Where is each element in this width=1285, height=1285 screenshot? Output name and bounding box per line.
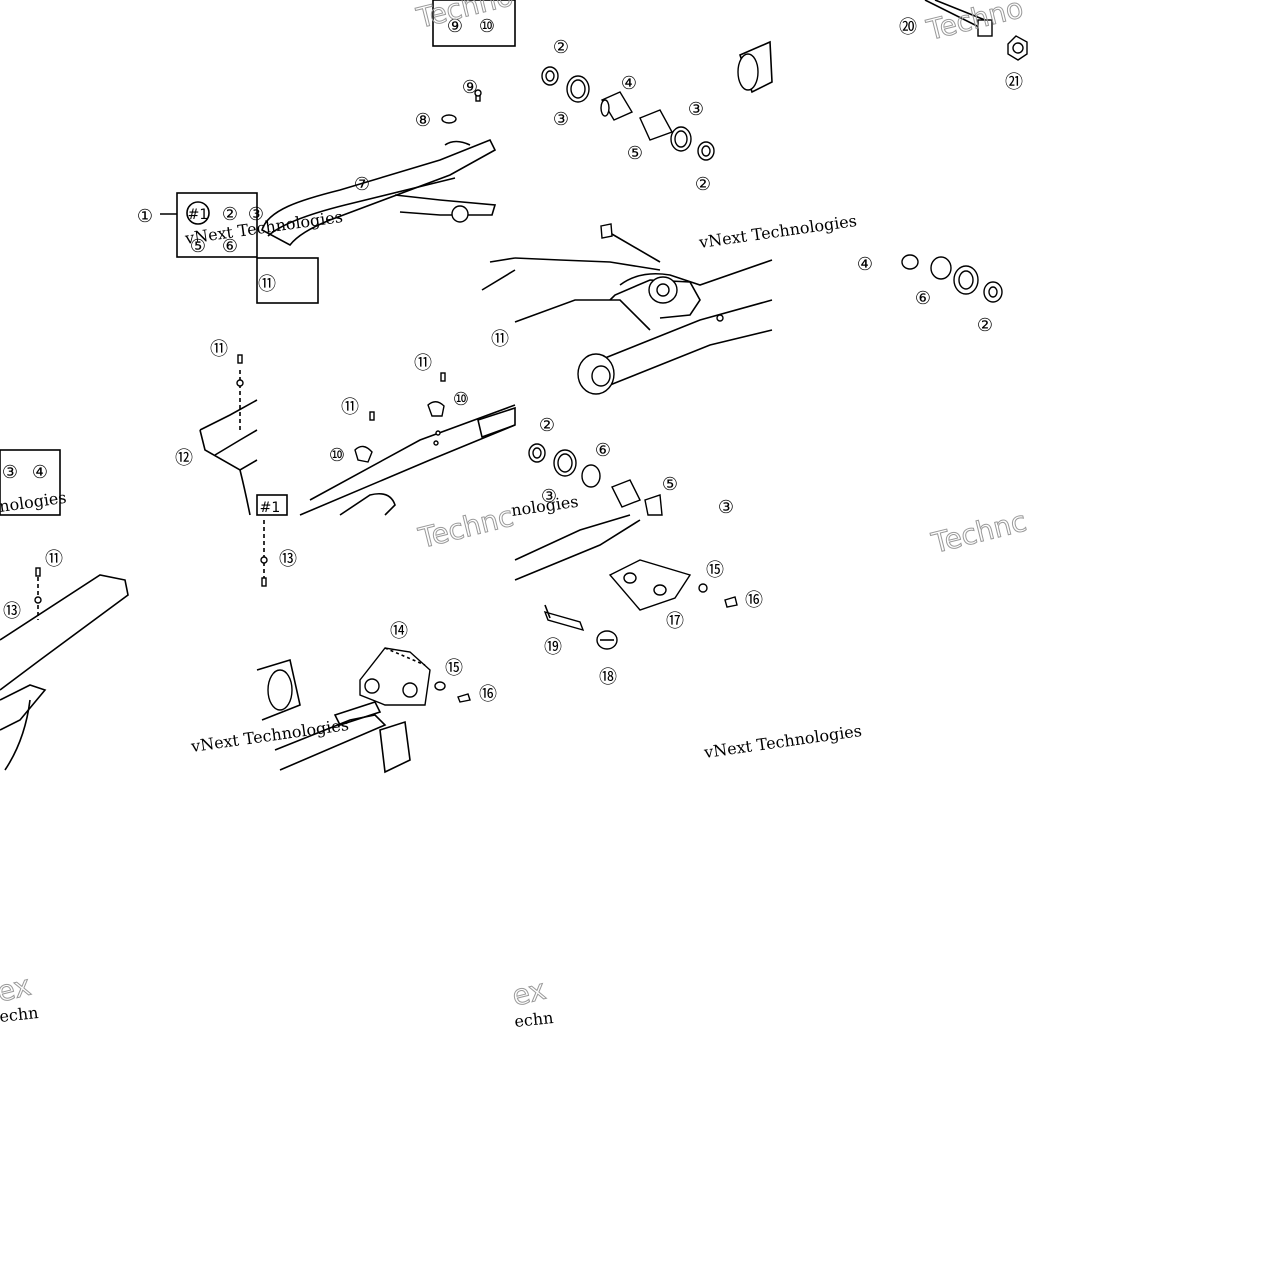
watermark-text: echn — [513, 1008, 554, 1031]
kit-box-header: #1 — [188, 207, 209, 223]
callout-label: ⑲ — [544, 637, 562, 658]
watermark-text: Technc — [928, 505, 1030, 560]
chain-slider-part — [261, 138, 497, 247]
callout-label: ⑯ — [745, 590, 763, 611]
callout-label: ⑩ — [453, 389, 469, 410]
kit-box-item: ② — [222, 204, 238, 225]
bearing-set-lower — [528, 443, 663, 516]
callout-label: ⑯ — [479, 684, 497, 705]
callout-label: ⑤ — [627, 143, 643, 164]
chain-guide-part-17 — [514, 514, 738, 650]
callout-label: ③ — [688, 99, 704, 120]
callout-label: ⑬ — [279, 549, 297, 570]
callout-label: ③ — [553, 109, 569, 130]
kit-box-item: ⑤ — [190, 236, 206, 257]
kit-box-left: #1 ② ③ ⑤ ⑥ — [160, 192, 264, 258]
chain-guide-part-14 — [256, 520, 471, 774]
kit-box-item: ⑩ — [479, 16, 495, 37]
callout-label: ⑩ — [329, 445, 345, 466]
callout-label: ⑧ — [415, 110, 431, 131]
swingarm-arm-middle — [299, 372, 516, 516]
kit-box-item: ③ — [2, 462, 18, 483]
callout-label: ⑰ — [666, 611, 684, 632]
bearing-set-right — [901, 254, 1003, 303]
kit-box-header: #1 — [260, 500, 281, 516]
callout-label: ⑪ — [210, 339, 228, 360]
callout-label: ② — [695, 174, 711, 195]
kit-box-top: ⑨ ⑩ — [432, 0, 516, 47]
watermark-text: ex — [0, 969, 34, 1009]
bolt-8-9 — [441, 89, 482, 124]
callout-label: ⑱ — [599, 667, 617, 688]
callout-label: ⑦ — [354, 174, 370, 195]
callout-label: ㉑ — [1005, 72, 1023, 93]
callout-label: ⑫ — [175, 448, 193, 469]
bearing-set-top — [541, 40, 773, 161]
callout-label: ⑪ — [414, 353, 432, 374]
callout-label: ⑨ — [462, 77, 478, 98]
kit-box-item: ③ — [248, 204, 264, 225]
kit-box-item: ⑪ — [258, 274, 276, 295]
callout-label: ① — [137, 206, 153, 227]
watermark-text: nologies — [0, 488, 68, 516]
watermark-text: vNext Technologies — [702, 721, 863, 762]
axle-20-nut-21 — [924, 0, 1028, 61]
callout-label: ② — [977, 315, 993, 336]
kit-box-item: ⑨ — [447, 16, 463, 37]
watermark-text: ex — [509, 973, 549, 1013]
callout-label: ② — [553, 37, 569, 58]
callout-label: ③ — [541, 486, 557, 507]
swingarm-lower-left — [0, 567, 129, 771]
tile-grid — [257, 0, 773, 258]
callout-label: ⑪ — [491, 329, 509, 350]
callout-label: ④ — [857, 254, 873, 275]
kit-box-left-lower: ③ ④ — [0, 449, 61, 516]
kit-box-item: ⑥ — [222, 236, 238, 257]
callout-label: ⑪ — [45, 549, 63, 570]
callout-label: ⑬ — [3, 601, 21, 622]
callout-label: ② — [539, 415, 555, 436]
callout-label: ⑮ — [445, 658, 463, 679]
callout-label: ③ — [718, 497, 734, 518]
kit-box-mid: ⑪ #1 — [256, 257, 319, 516]
callout-label: ⑪ — [341, 397, 359, 418]
watermark-text: Technc — [415, 500, 517, 555]
callout-label: ⑳ — [899, 17, 917, 38]
callout-label: ⑮ — [706, 560, 724, 581]
swingarm-body — [481, 223, 773, 395]
callout-label: ⑥ — [595, 440, 611, 461]
callout-label: ④ — [621, 73, 637, 94]
callout-label: ⑥ — [915, 288, 931, 309]
chain-guard-part-12 — [199, 354, 258, 516]
callout-label: ⑤ — [662, 474, 678, 495]
callout-label: ⑭ — [390, 621, 408, 642]
watermark-text: echn — [0, 1003, 39, 1026]
kit-box-item: ④ — [32, 462, 48, 483]
